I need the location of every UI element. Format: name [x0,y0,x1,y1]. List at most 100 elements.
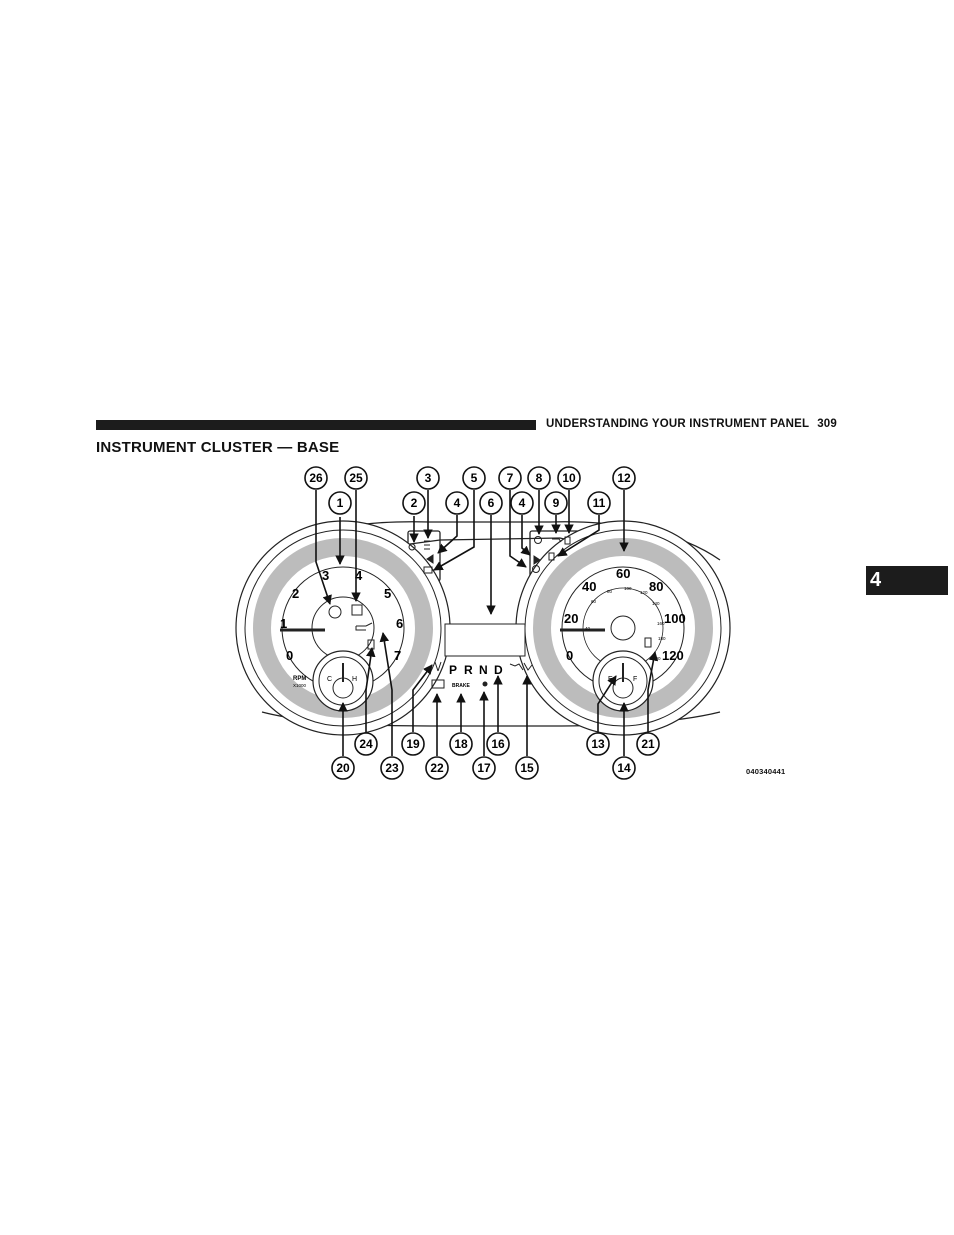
callouts: 1 2 3 4 5 6 7 4 8 9 10 11 12 13 14 15 16… [304,466,660,780]
gear-indicator: P R N D [449,663,503,677]
speed-label-80: 80 [649,579,663,594]
speed-label-100: 100 [664,611,686,626]
speed-label-120: 120 [662,648,684,663]
airbag-warning-icon [523,662,533,671]
callout-26: 26 [304,466,328,490]
fuel-gauge: E F [592,650,654,712]
indicator-dot-icon [482,681,488,687]
svg-text:12: 12 [617,471,631,485]
callout-23: 23 [380,756,404,780]
temp-cold-label: C [327,676,332,683]
speed-inner-60: 60 [591,599,597,604]
header-rule [96,420,536,430]
callout-10: 10 [557,466,581,490]
check-engine-icon [552,538,562,543]
tow-haul-icon [548,552,555,561]
running-header: UNDERSTANDING YOUR INSTRUMENT PANEL 309 [546,418,837,430]
anti-lock-brake-icon [532,565,540,573]
speed-inner-80: 80 [607,589,613,594]
callout-2: 2 [402,491,426,515]
callout-20: 20 [331,756,355,780]
tire-pressure-icon [534,536,542,544]
svg-text:8: 8 [536,471,543,485]
callout-18: 18 [449,732,473,756]
front-fog-lamp-icon [408,543,416,551]
svg-text:3: 3 [425,471,432,485]
right-turn-signal-icon [533,555,541,565]
svg-text:25: 25 [349,471,363,485]
speed-inner-40: 40 [585,626,591,631]
gear-d: D [494,663,503,677]
svg-text:1: 1 [337,496,344,510]
svg-text:11: 11 [593,496,606,510]
tach-label-6: 6 [396,616,403,631]
callout-11: 11 [587,491,611,515]
callout-24: 24 [354,732,378,756]
callout-15: 15 [515,756,539,780]
traction-control-icon [509,663,524,671]
speed-label-0: 0 [566,648,573,663]
parking-brake-warning-icon [328,605,342,619]
callout-1: 1 [328,491,352,515]
callout-4b: 4 [510,491,534,515]
callout-13: 13 [586,732,610,756]
upper-indicators [408,536,571,574]
callout-8: 8 [527,466,551,490]
tach-label-3: 3 [322,568,329,583]
callout-12: 12 [612,466,636,490]
callout-5: 5 [462,466,486,490]
tach-label-7: 7 [394,648,401,663]
chapter-tab: 4 [866,566,948,595]
battery-icon [431,679,445,689]
svg-text:18: 18 [454,737,468,751]
callout-7: 7 [498,466,522,490]
svg-text:20: 20 [336,761,350,775]
callout-19: 19 [401,732,425,756]
svg-text:26: 26 [309,471,323,485]
left-turn-signal-icon [426,554,434,564]
speed-label-40: 40 [582,579,596,594]
svg-text:2: 2 [411,496,418,510]
svg-text:22: 22 [430,761,444,775]
svg-text:21: 21 [641,737,655,751]
callout-6: 6 [479,491,503,515]
temperature-gauge: C H [312,650,374,712]
speed-inner-120: 120 [640,590,648,595]
svg-text:6: 6 [488,496,495,510]
callout-16: 16 [486,732,510,756]
temp-hot-label: H [352,676,357,683]
svg-text:4: 4 [519,496,526,510]
svg-text:17: 17 [477,761,491,775]
svg-text:5: 5 [471,471,478,485]
svg-text:9: 9 [553,496,560,510]
page-number: 309 [817,418,837,430]
speed-inner-180: 180 [658,636,666,641]
tach-unit: RPM [293,676,306,682]
cruise-icon [564,536,571,545]
gear-r: R [464,663,473,677]
headlamp-icon [423,566,433,574]
high-beam-icon [424,540,430,550]
tach-label-2: 2 [292,586,299,601]
svg-text:15: 15 [520,761,534,775]
callout-4a: 4 [445,491,469,515]
svg-text:4: 4 [454,496,461,510]
tach-label-5: 5 [384,586,391,601]
svg-text:16: 16 [491,737,505,751]
figure-code: 040340441 [746,767,786,776]
svg-text:19: 19 [406,737,420,751]
speed-inner-140: 140 [652,601,660,606]
speed-inner-100: 100 [624,586,632,591]
callout-9: 9 [544,491,568,515]
fuel-pump-icon [644,637,652,648]
speed-label-60: 60 [616,566,630,581]
callout-21: 21 [636,732,660,756]
security-alarm-icon [434,661,442,672]
svg-text:23: 23 [385,761,399,775]
callout-leaders [315,490,659,756]
tach-unit-multiplier: X1000 [293,683,307,688]
callout-22: 22 [425,756,449,780]
svg-text:10: 10 [562,471,576,485]
header-section-label: UNDERSTANDING YOUR INSTRUMENT PANEL [546,418,810,430]
